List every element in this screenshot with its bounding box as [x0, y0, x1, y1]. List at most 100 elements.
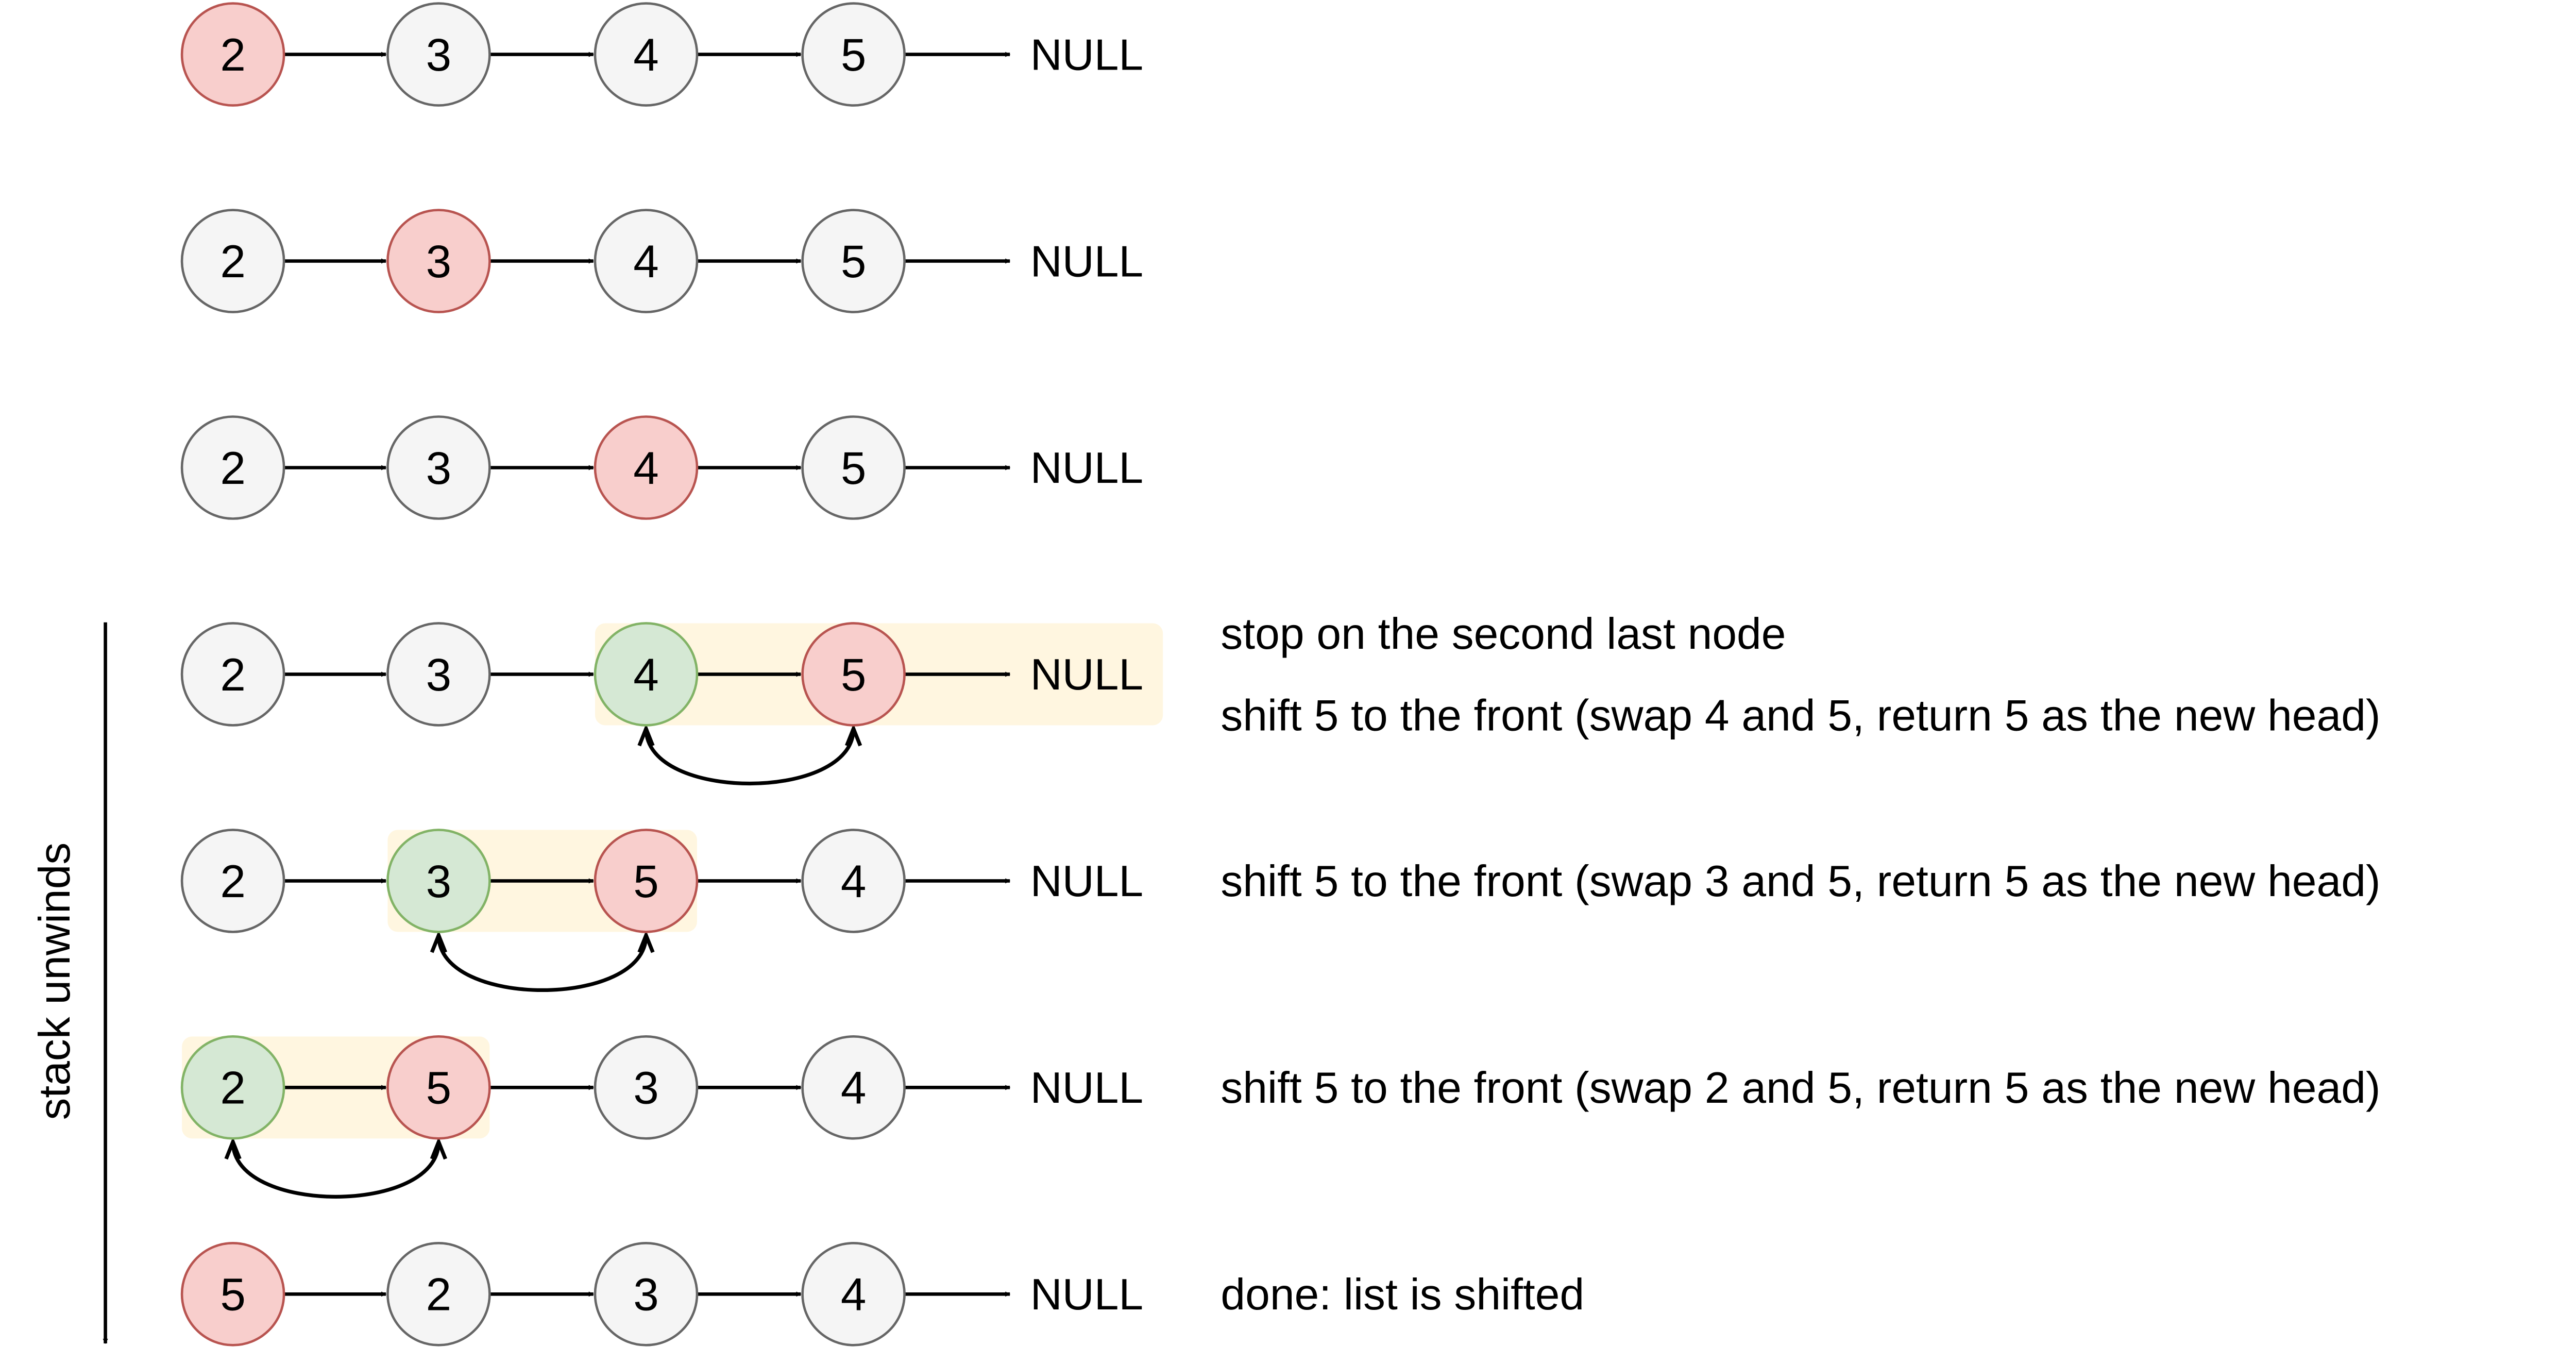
- list-node-circle: [594, 2, 699, 107]
- row-caption: done: list is shifted: [1221, 1270, 1584, 1319]
- list-node-value: 4: [841, 1062, 867, 1114]
- list-node-circle: [594, 1035, 699, 1140]
- list-node-circle: [180, 622, 285, 727]
- null-label: NULL: [1030, 237, 1143, 286]
- list-node: 5: [801, 622, 906, 727]
- list-node: 3: [594, 1035, 699, 1140]
- stack-unwinds-indicator: stack unwinds: [30, 622, 108, 1344]
- list-node-circle: [801, 829, 906, 933]
- row-caption: shift 5 to the front (swap 4 and 5, retu…: [1221, 691, 2380, 740]
- list-node: 5: [386, 1035, 491, 1140]
- swap-arc-head: [637, 723, 655, 747]
- list-node-value: 3: [426, 649, 452, 700]
- list-node: 4: [801, 1241, 906, 1347]
- list-node: 2: [180, 415, 285, 520]
- list-node: 5: [801, 415, 906, 520]
- list-node-circle: [386, 415, 491, 520]
- list-node-circle: [594, 415, 699, 520]
- null-label: NULL: [1030, 856, 1143, 906]
- row-caption: stop on the second last node: [1221, 609, 1786, 659]
- list-node: 2: [180, 622, 285, 727]
- list-node-circle: [180, 1035, 285, 1140]
- list-node-circle: [594, 829, 699, 933]
- list-node: 2: [180, 2, 285, 107]
- list-node-circle: [594, 209, 699, 313]
- list-node: 4: [594, 2, 699, 107]
- list-node-value: 2: [220, 29, 246, 80]
- list-node: 2: [180, 1035, 285, 1140]
- list-node-value: 5: [841, 235, 867, 287]
- list-node-circle: [180, 2, 285, 107]
- null-label: NULL: [1030, 1063, 1143, 1113]
- list-node: 5: [594, 829, 699, 933]
- list-node-circle: [180, 1241, 285, 1347]
- list-node-circle: [180, 829, 285, 933]
- list-node: 3: [386, 829, 491, 933]
- list-node: 4: [594, 622, 699, 727]
- list-node-value: 5: [633, 855, 659, 907]
- list-node: 3: [386, 415, 491, 520]
- list-node: 4: [801, 1035, 906, 1140]
- list-node-value: 3: [426, 29, 452, 80]
- list-node-value: 5: [841, 29, 867, 80]
- swap-arc-head: [845, 723, 862, 747]
- list-node-circle: [801, 1241, 906, 1347]
- list-node: 2: [180, 209, 285, 313]
- swap-arc: [644, 729, 856, 785]
- list-node-value: 3: [426, 855, 452, 907]
- list-node: 2: [386, 1241, 491, 1347]
- list-node-circle: [801, 2, 906, 107]
- swap-arc-head: [430, 1137, 447, 1160]
- null-label: NULL: [1030, 30, 1143, 79]
- list-node-circle: [386, 2, 491, 107]
- list-node: 5: [180, 1241, 285, 1347]
- list-node-circle: [386, 829, 491, 933]
- list-node: 3: [386, 2, 491, 107]
- link-arrow-layer: [284, 52, 1011, 1297]
- list-node-value: 5: [220, 1269, 246, 1320]
- swap-arc: [231, 1141, 441, 1199]
- null-label: NULL: [1030, 1270, 1143, 1319]
- row-caption: shift 5 to the front (swap 3 and 5, retu…: [1221, 856, 2380, 906]
- list-node-value: 5: [841, 442, 867, 494]
- list-node-value: 4: [633, 442, 659, 494]
- list-node: 3: [386, 622, 491, 727]
- list-node-circle: [180, 209, 285, 313]
- swap-arc-head: [224, 1137, 242, 1160]
- list-node: 3: [386, 209, 491, 313]
- list-node-circle: [801, 1035, 906, 1140]
- list-node-value: 3: [633, 1062, 659, 1114]
- list-node: 4: [594, 209, 699, 313]
- list-node-value: 3: [426, 235, 452, 287]
- list-node-circle: [801, 209, 906, 313]
- list-node-value: 2: [220, 1062, 246, 1114]
- swap-arc-head: [430, 930, 447, 953]
- list-node-value: 4: [841, 855, 867, 907]
- swap-arc-layer: [224, 723, 862, 1199]
- list-node-value: 4: [841, 1269, 867, 1320]
- list-node-value: 2: [220, 442, 246, 494]
- null-label: NULL: [1030, 650, 1143, 699]
- list-node-circle: [594, 1241, 699, 1347]
- list-node-value: 4: [633, 649, 659, 700]
- list-node: 3: [594, 1241, 699, 1347]
- list-node: 4: [594, 415, 699, 520]
- caption-layer: stop on the second last node shift 5 to t…: [1221, 609, 2380, 1319]
- list-node-circle: [801, 415, 906, 520]
- list-node-circle: [801, 622, 906, 727]
- list-node-value: 4: [633, 235, 659, 287]
- list-node: 2: [180, 829, 285, 933]
- list-node-circle: [180, 415, 285, 520]
- list-node-circle: [386, 1241, 491, 1347]
- list-node-circle: [386, 209, 491, 313]
- list-node-value: 4: [633, 29, 659, 80]
- list-node-value: 3: [426, 442, 452, 494]
- stack-unwinds-label: stack unwinds: [30, 843, 79, 1120]
- list-node-circle: [386, 622, 491, 727]
- list-node-value: 3: [633, 1269, 659, 1320]
- list-node-value: 5: [841, 649, 867, 700]
- list-node: 5: [801, 2, 906, 107]
- list-node-value: 2: [426, 1269, 452, 1320]
